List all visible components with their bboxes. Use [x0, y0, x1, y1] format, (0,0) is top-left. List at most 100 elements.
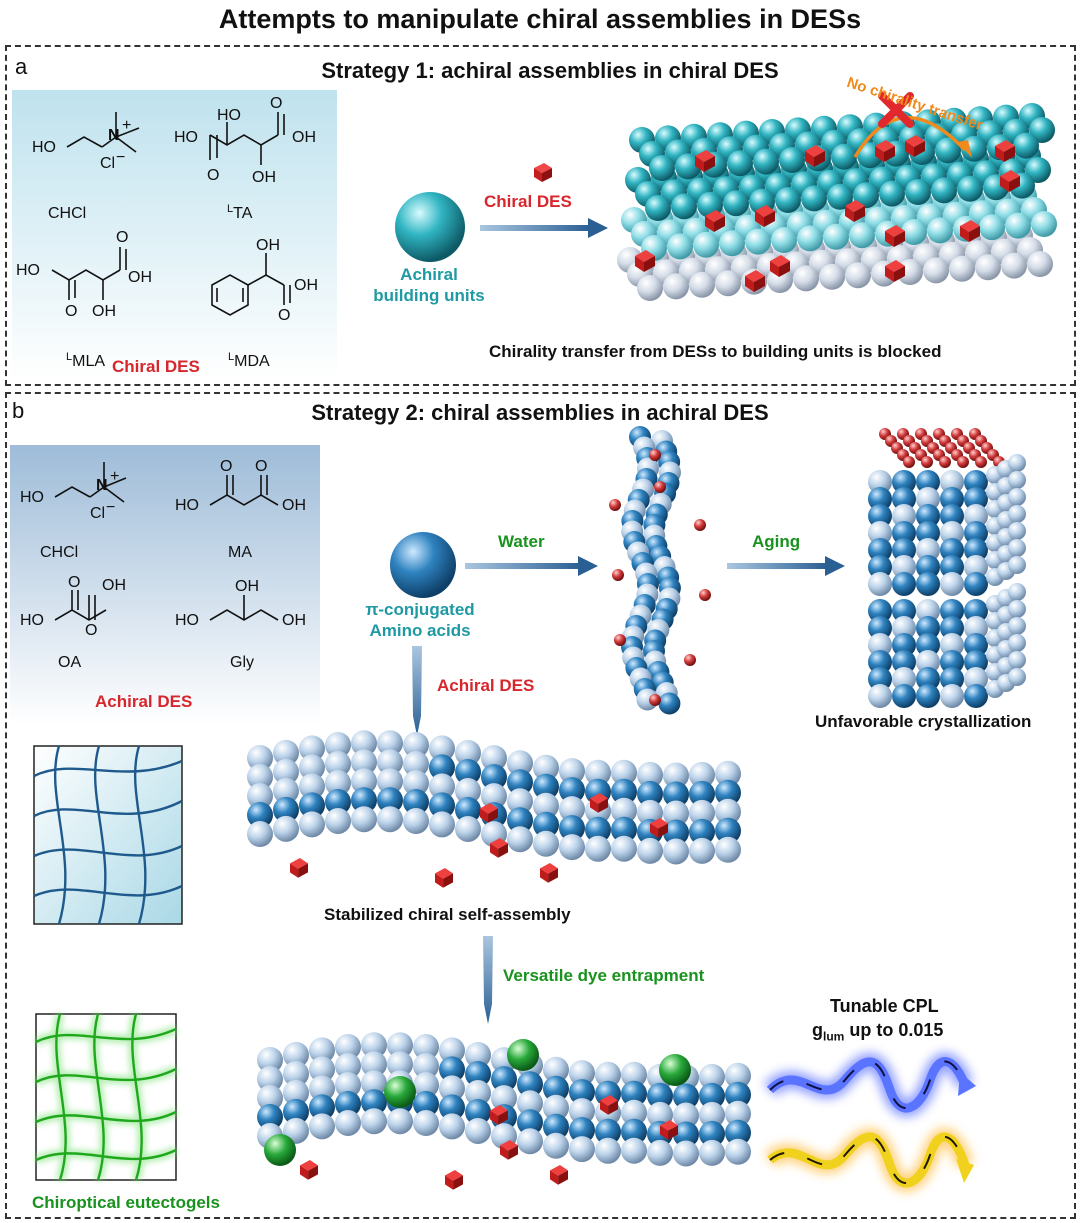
water-molecule	[921, 456, 933, 468]
des-cube	[435, 868, 453, 888]
crystal-sphere	[868, 650, 892, 674]
chiral-des-cube-icon	[534, 163, 552, 182]
crystal-sphere	[868, 599, 892, 623]
achiral-assembly-slab	[617, 103, 1057, 301]
assembly-sphere	[299, 773, 325, 800]
svg-text:Cl: Cl	[100, 155, 115, 172]
water-label: Water	[498, 532, 545, 551]
crystal-sphere	[868, 684, 892, 708]
assembly-sphere	[257, 1104, 283, 1130]
assembly-sphere	[387, 1051, 413, 1078]
assembly-sphere	[377, 749, 403, 776]
svg-text:OH: OH	[292, 129, 316, 146]
svg-text:OH: OH	[282, 497, 306, 514]
panel-b	[5, 392, 1076, 1219]
assembly-sphere	[325, 788, 351, 815]
assembly-sphere	[429, 735, 455, 762]
panel-a-letter: a	[15, 54, 28, 79]
assembly-sphere	[517, 1090, 543, 1117]
assembly-sphere	[647, 1139, 673, 1166]
crystal-sphere	[916, 470, 940, 494]
assembly-sphere	[595, 1137, 621, 1164]
assembly-sphere	[569, 1060, 595, 1087]
panel-a	[5, 45, 1076, 386]
des-cube	[300, 1160, 318, 1180]
assembly-sphere	[569, 1079, 595, 1106]
building-unit-sphere	[767, 267, 793, 293]
crystal-sphere	[892, 599, 916, 623]
yellow-helix-icon	[764, 1127, 974, 1193]
building-unit-sphere	[927, 217, 953, 244]
assembly-sphere	[673, 1102, 699, 1129]
molecule-gly: Gly	[230, 654, 254, 671]
gel-network-green	[33, 1012, 178, 1182]
crystal-sphere	[964, 572, 988, 596]
crystal-sphere	[964, 667, 988, 691]
assembly-sphere	[257, 1066, 283, 1092]
assembly-sphere	[325, 750, 351, 777]
crystal-sphere	[1008, 505, 1026, 523]
arrow-aging	[727, 556, 845, 576]
glum-label: glum up to 0.015	[812, 1020, 944, 1044]
assembly-sphere	[559, 834, 585, 861]
assembly-sphere	[725, 1119, 751, 1146]
des-cube	[770, 255, 790, 277]
crystal-sphere	[868, 470, 892, 494]
building-unit-sphere	[775, 187, 801, 213]
des-cube	[500, 1140, 518, 1160]
building-unit-sphere	[753, 148, 779, 175]
water-fiber	[609, 426, 711, 715]
svg-text:HO: HO	[174, 129, 198, 146]
des-cube	[755, 205, 775, 227]
assembly-sphere	[387, 1108, 413, 1135]
assembly-sphere	[517, 1128, 543, 1155]
assembly-sphere	[637, 761, 663, 788]
assembly-sphere	[481, 745, 507, 772]
assembly-sphere	[335, 1090, 361, 1117]
des-cube	[600, 1095, 618, 1115]
crystal-sphere	[916, 487, 940, 511]
assembly-sphere	[273, 777, 299, 804]
svg-text:HO: HO	[32, 139, 56, 156]
arrow-down-2	[483, 936, 493, 1024]
assembly-sphere	[621, 1061, 647, 1088]
assembly-sphere	[559, 815, 585, 842]
crystal-sphere	[868, 538, 892, 562]
gel-network-plain	[33, 745, 183, 925]
building-unit-sphere	[663, 273, 689, 300]
building-unit-sphere	[845, 262, 871, 289]
crystal-sphere	[940, 521, 964, 545]
crystal-sphere	[916, 633, 940, 657]
assembly-sphere	[361, 1051, 387, 1078]
building-unit-sphere	[723, 190, 749, 217]
assembly-sphere	[647, 1082, 673, 1109]
achiral-des-arrow-label: Achiral DES	[437, 676, 535, 695]
water-molecule	[684, 654, 696, 666]
crystal-sphere	[868, 667, 892, 691]
assembly-sphere	[507, 788, 533, 815]
des-cube	[995, 140, 1015, 162]
svg-text:+: +	[110, 468, 119, 485]
assembly-sphere	[595, 1118, 621, 1145]
water-molecule	[957, 456, 969, 468]
assembly-sphere	[351, 806, 377, 833]
assembly-sphere	[465, 1041, 491, 1068]
crystal-sphere	[940, 487, 964, 511]
assembly-sphere	[611, 816, 637, 843]
assembly-sphere	[517, 1071, 543, 1098]
molecule-ma: MA	[228, 544, 252, 561]
assembly-sphere	[715, 817, 741, 844]
water-molecule	[654, 481, 666, 493]
crystal-sphere	[916, 599, 940, 623]
crystal-sphere	[868, 521, 892, 545]
achiral-label-1: Achiral	[400, 265, 458, 284]
assembly-sphere	[689, 761, 715, 788]
assembly-sphere	[325, 769, 351, 796]
svg-text:OH: OH	[294, 277, 318, 294]
amino-label-1: π-conjugated	[365, 600, 475, 619]
water-molecule	[612, 569, 624, 581]
assembly-sphere	[465, 1098, 491, 1125]
assembly-sphere	[673, 1140, 699, 1167]
assembly-sphere	[325, 731, 351, 758]
crystal-sphere	[892, 667, 916, 691]
